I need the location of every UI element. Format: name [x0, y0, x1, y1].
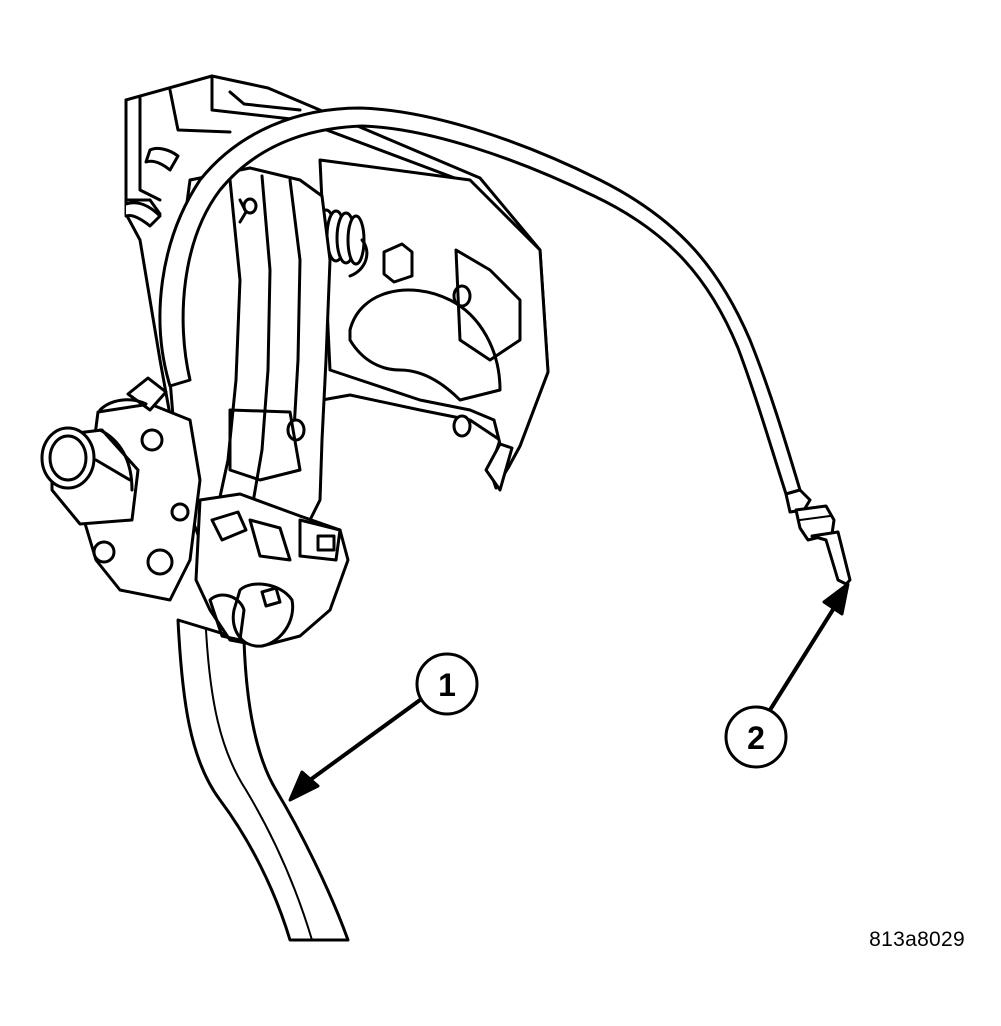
- callout-2: 2: [724, 582, 850, 769]
- release-mechanism: [40, 402, 202, 602]
- release-cable: [98, 106, 852, 586]
- figure-code: 813a8029: [869, 928, 965, 951]
- callout-1-label: 1: [438, 667, 456, 703]
- switch-connector: [194, 492, 350, 648]
- callout-1: 1: [288, 652, 479, 802]
- lower-pedal-rod: [176, 618, 350, 942]
- callout-2-label: 2: [747, 720, 765, 756]
